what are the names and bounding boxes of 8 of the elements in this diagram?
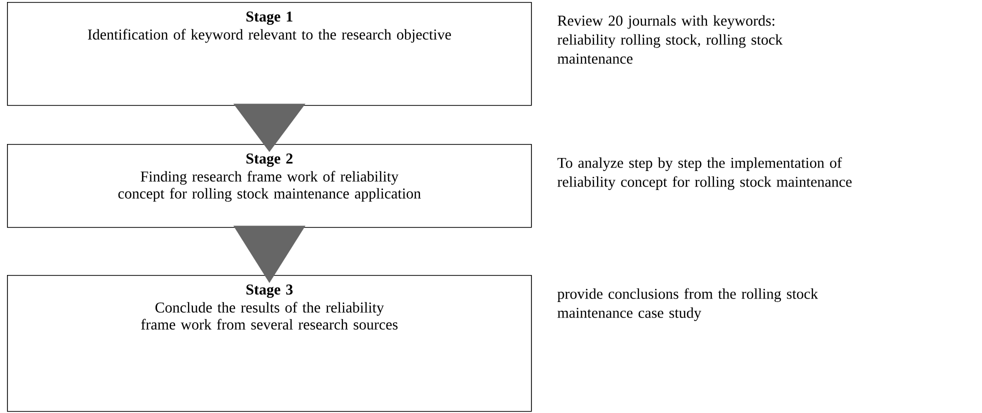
- description-text: Review 20 journals with keywords: reliability rolling stock, rolling stock maintenance: [558, 15, 783, 64]
- description-text: provide conclusions from the rolling stock maintenance case study: [557, 288, 818, 321]
- arrow: [233, 104, 306, 152]
- stage-box: Stage 1 Identification of keyword relevant to the research objective: [7, 2, 532, 106]
- stage-box: Stage 3 Conclude the results of the reliability frame work from several research sources: [7, 275, 532, 412]
- description-text: To analyze step by step the implementation of reliability concept for rolling stock maintenance: [557, 157, 852, 190]
- arrow: [233, 226, 306, 283]
- stage-box: Stage 2 Finding research frame work of reliability concept for rolling stock maintenance application: [7, 144, 532, 228]
